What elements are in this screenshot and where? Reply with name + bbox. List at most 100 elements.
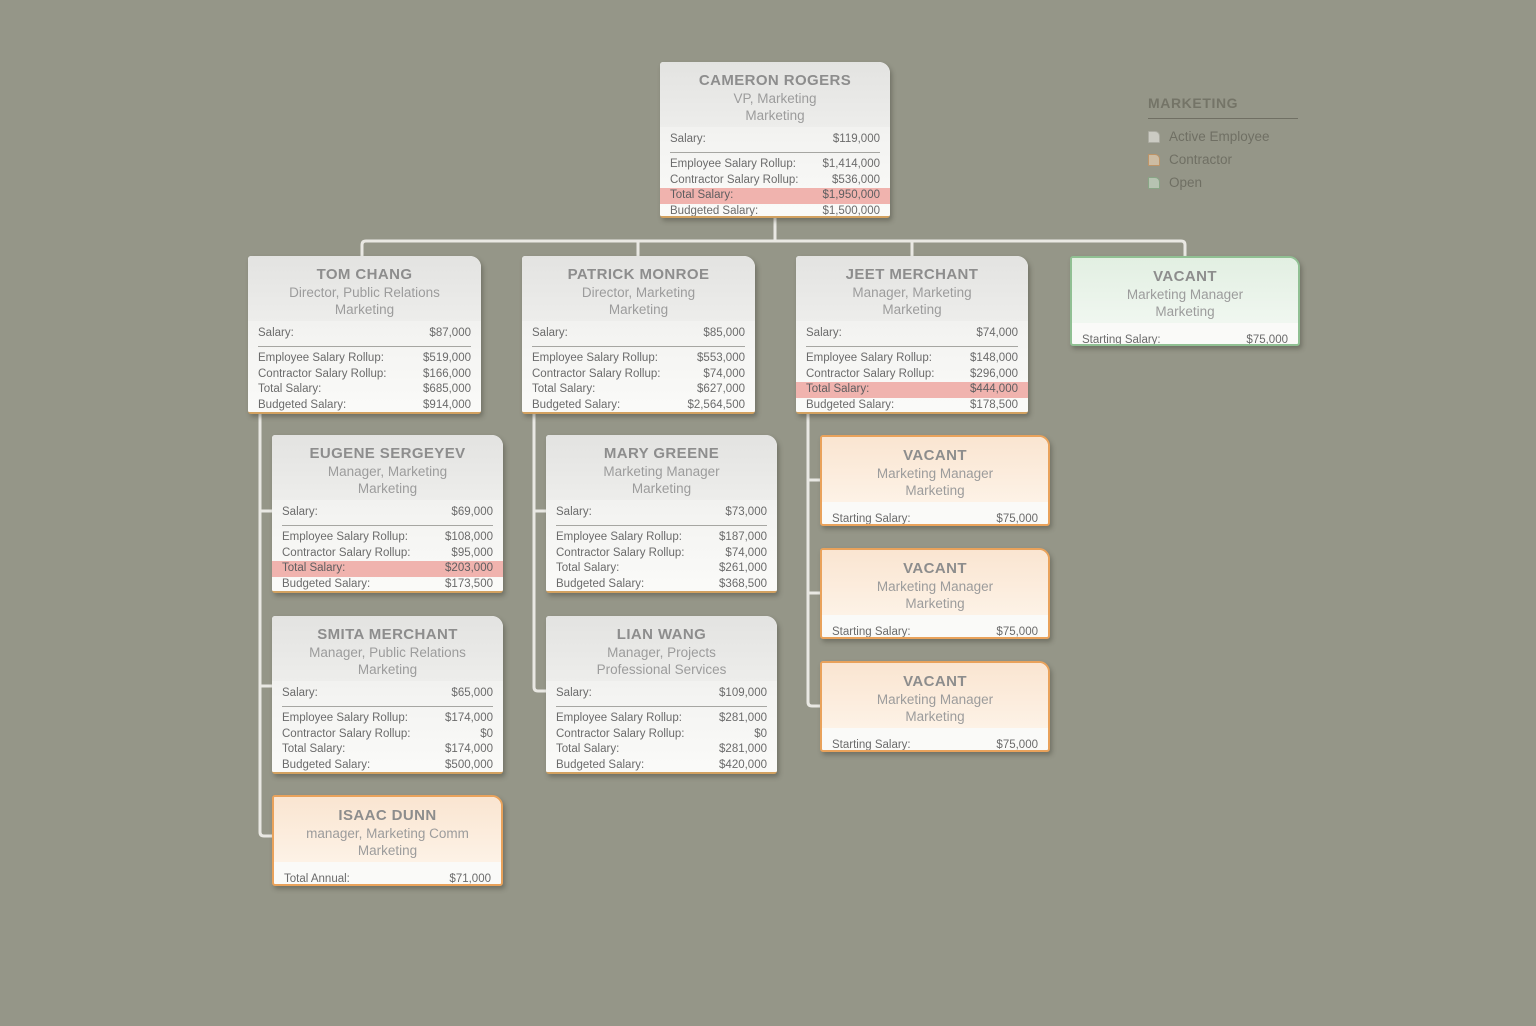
card-field-row: Contractor Salary Rollup: $536,000 (660, 173, 890, 189)
field-value: $685,000 (423, 383, 471, 395)
field-value: $203,000 (445, 562, 493, 574)
card-body: Salary: $73,000 Employee Salary Rollup: … (546, 500, 777, 591)
card-field-row: Total Salary: $627,000 (522, 382, 755, 398)
card-field-row: Total Salary: $281,000 (546, 742, 777, 758)
field-label: Contractor Salary Rollup: (282, 727, 411, 740)
field-label: Budgeted Salary: (556, 758, 645, 771)
card-field-row: Employee Salary Rollup: $108,000 (272, 530, 503, 546)
card-name: LIAN WANG (616, 626, 707, 643)
card-title: manager, Marketing Comm (306, 826, 469, 841)
org-card[interactable]: CAMERON ROGERS VP, Marketing Marketing S… (660, 62, 890, 218)
field-value: $627,000 (697, 383, 745, 395)
card-field-row: Total Salary: $685,000 (248, 382, 481, 398)
card-department: Professional Services (596, 662, 727, 677)
legend-item-label: Open (1169, 175, 1203, 190)
card-header: CAMERON ROGERS VP, Marketing Marketing (660, 62, 890, 127)
card-department: Marketing (905, 483, 965, 498)
card-body: Salary: $87,000 Employee Salary Rollup: … (248, 321, 481, 412)
card-field-row: Employee Salary Rollup: $281,000 (546, 711, 777, 727)
card-field-row: Contractor Salary Rollup: $166,000 (248, 367, 481, 383)
field-label: Budgeted Salary: (532, 398, 621, 411)
card-divider (670, 152, 880, 153)
card-title: Marketing Manager (876, 579, 994, 594)
card-body: Starting Salary: $75,000 (822, 615, 1048, 639)
field-value: $174,000 (445, 743, 493, 755)
legend-items: Active Employee Contractor Open (1148, 129, 1298, 191)
org-card[interactable]: MARY GREENE Marketing Manager Marketing … (546, 435, 777, 593)
legend-item: Open (1148, 175, 1298, 191)
card-name: MARY GREENE (603, 445, 720, 462)
field-label: Total Salary: (282, 562, 346, 574)
field-value: $1,500,000 (822, 204, 880, 217)
field-value: $108,000 (445, 531, 493, 543)
card-title: Marketing Manager (876, 466, 994, 481)
org-card[interactable]: VACANT Marketing Manager Marketing Start… (820, 435, 1050, 526)
legend-item-label: Active Employee (1169, 129, 1270, 144)
card-field-row: Total Salary: $174,000 (272, 742, 503, 758)
field-value: $261,000 (719, 562, 767, 574)
field-label: Contractor Salary Rollup: (556, 727, 685, 740)
org-card[interactable]: VACANT Marketing Manager Marketing Start… (820, 661, 1050, 752)
card-field-row: Employee Salary Rollup: $174,000 (272, 711, 503, 727)
card-divider (806, 346, 1018, 347)
card-body: Salary: $119,000 Employee Salary Rollup:… (660, 127, 890, 217)
org-card[interactable]: VACANT Marketing Manager Marketing Start… (820, 548, 1050, 639)
field-value: $444,000 (970, 383, 1018, 395)
org-card[interactable]: LIAN WANG Manager, Projects Professional… (546, 616, 777, 774)
org-card[interactable]: PATRICK MONROE Director, Marketing Marke… (522, 256, 755, 414)
card-field-row: Total Salary: $261,000 (546, 561, 777, 577)
org-card[interactable]: VACANT Marketing Manager Marketing Start… (1070, 256, 1300, 346)
field-label: Total Salary: (670, 189, 734, 201)
card-title: Marketing Manager (876, 692, 994, 707)
legend-item-label: Contractor (1169, 152, 1233, 167)
org-card[interactable]: EUGENE SERGEYEV Manager, Marketing Marke… (272, 435, 503, 593)
salary-label: Salary: (556, 686, 592, 699)
card-field-row: Budgeted Salary: $2,564,500 (522, 398, 755, 413)
card-field-row: Budgeted Salary: $1,500,000 (660, 204, 890, 217)
card-name: SMITA MERCHANT (317, 626, 458, 643)
card-title: VP, Marketing (733, 91, 817, 106)
card-field-row: Contractor Salary Rollup: $95,000 (272, 546, 503, 562)
card-field-row: Budgeted Salary: $420,000 (546, 758, 777, 773)
salary-label: Salary: (282, 505, 318, 518)
salary-value: $75,000 (1246, 334, 1288, 346)
card-field-row: Employee Salary Rollup: $553,000 (522, 351, 755, 367)
card-name: EUGENE SERGEYEV (309, 445, 466, 462)
field-label: Contractor Salary Rollup: (670, 173, 799, 186)
field-label: Total Salary: (806, 383, 870, 395)
card-body: Salary: $109,000 Employee Salary Rollup:… (546, 681, 777, 773)
card-salary-row: Salary: $109,000 (546, 682, 777, 705)
card-name: VACANT (903, 673, 967, 690)
legend-swatch-contractor (1148, 154, 1160, 166)
card-field-row: Total Salary: $1,950,000 (660, 188, 890, 204)
card-divider (532, 346, 745, 347)
salary-value: $73,000 (725, 505, 767, 518)
field-label: Budgeted Salary: (282, 577, 371, 590)
org-card[interactable]: SMITA MERCHANT Manager, Public Relations… (272, 616, 503, 774)
card-field-row: Budgeted Salary: $500,000 (272, 758, 503, 773)
org-card[interactable]: JEET MERCHANT Manager, Marketing Marketi… (796, 256, 1028, 414)
field-value: $420,000 (719, 758, 767, 771)
card-field-row: Total Salary: $203,000 (272, 561, 503, 577)
card-salary-row: Starting Salary: $75,000 (822, 733, 1048, 750)
field-value: $1,950,000 (822, 189, 880, 201)
salary-value: $75,000 (996, 626, 1038, 639)
field-label: Employee Salary Rollup: (806, 352, 932, 364)
card-field-row: Contractor Salary Rollup: $74,000 (546, 546, 777, 562)
field-label: Employee Salary Rollup: (532, 352, 658, 364)
org-card[interactable]: ISAAC DUNN manager, Marketing Comm Marke… (272, 795, 503, 886)
card-field-row: Budgeted Salary: $173,500 (272, 577, 503, 592)
card-title: Manager, Marketing (852, 285, 972, 300)
field-label: Employee Salary Rollup: (670, 158, 796, 170)
card-department: Marketing (905, 596, 965, 611)
legend-item: Active Employee (1148, 129, 1298, 145)
salary-label: Salary: (258, 326, 294, 339)
field-label: Total Salary: (282, 743, 346, 755)
card-department: Marketing (745, 108, 805, 123)
card-field-row: Employee Salary Rollup: $148,000 (796, 351, 1028, 367)
field-label: Total Salary: (556, 562, 620, 574)
org-card[interactable]: TOM CHANG Director, Public Relations Mar… (248, 256, 481, 414)
card-field-row: Employee Salary Rollup: $187,000 (546, 530, 777, 546)
card-name: VACANT (1153, 268, 1217, 285)
